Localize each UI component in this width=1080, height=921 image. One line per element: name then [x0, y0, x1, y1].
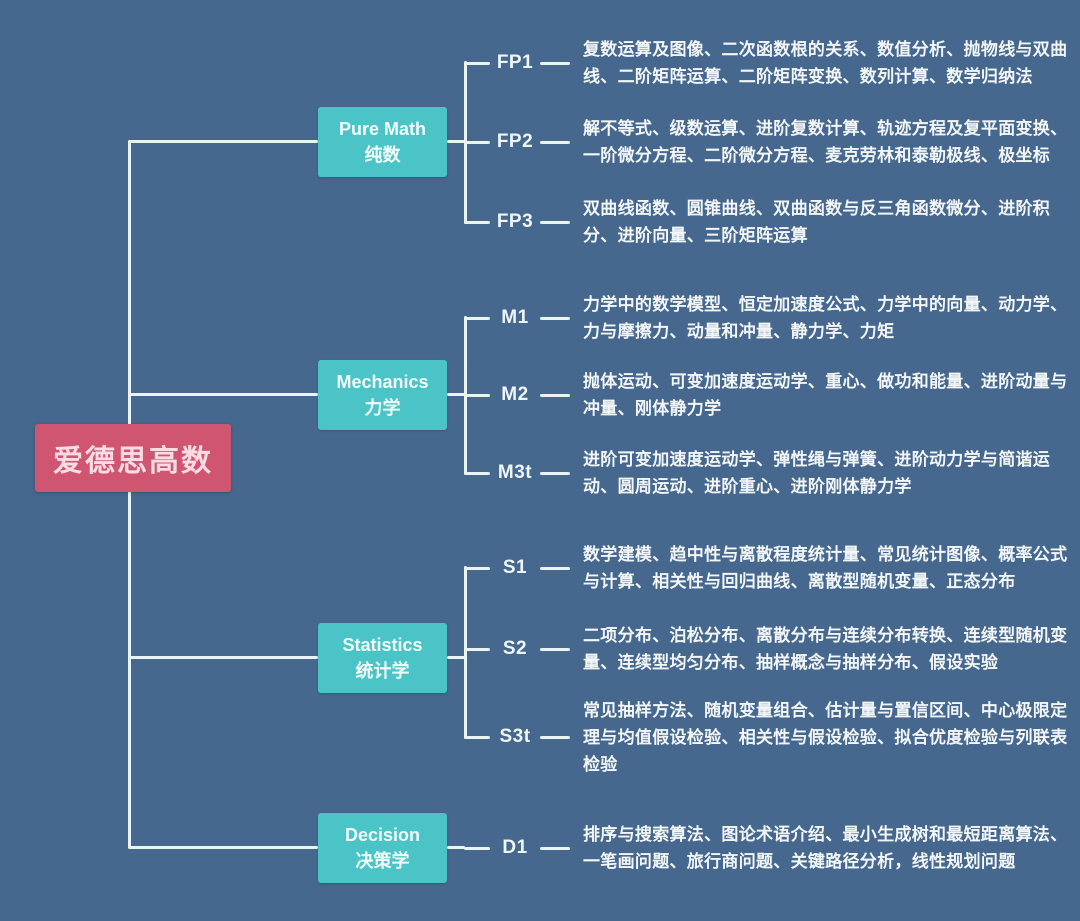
child-dash — [540, 220, 570, 224]
child-tick — [464, 735, 490, 739]
bracket-connector-mechanics — [447, 393, 465, 396]
branch-node-pure-math: Pure Math 纯数 — [318, 107, 447, 177]
child-topics: 抛体运动、可变加速度运动学、重心、做功和能量、进阶动量与冲量、刚体静力学 — [583, 372, 1068, 418]
child-tick — [464, 140, 490, 144]
child-row-s2: S2 二项分布、泊松分布、离散分布与连续分布转换、连续型随机变量、连续型均匀分布… — [464, 604, 1072, 694]
branch-name-zh: 决策学 — [355, 851, 410, 871]
child-tick — [464, 471, 490, 475]
child-topics: 数学建模、趋中性与离散程度统计量、常见统计图像、概率公式与计算、相关性与回归曲线… — [583, 545, 1068, 591]
branch-connector-decision — [129, 846, 318, 849]
child-code: S2 — [502, 638, 528, 659]
child-tick — [464, 846, 490, 850]
child-code: S3t — [499, 726, 531, 747]
child-topics: 常见抽样方法、随机变量组合、估计量与置信区间、中心极限定理与均值假设检验、相关性… — [583, 700, 1068, 774]
branch-name-zh: 力学 — [364, 398, 401, 418]
branch-name-en: Pure Math — [338, 119, 426, 139]
child-tick — [464, 566, 490, 570]
child-code: M2 — [501, 384, 529, 405]
child-code: S1 — [502, 557, 528, 578]
child-dash — [540, 735, 570, 739]
child-row-fp1: FP1 复数运算及图像、二次函数根的关系、数值分析、抛物线与双曲线、二阶矩阵运算… — [464, 18, 1072, 108]
child-row-m2: M2 抛体运动、可变加速度运动学、重心、做功和能量、进阶动量与冲量、刚体静力学 — [464, 350, 1072, 440]
child-row-fp3: FP3 双曲线函数、圆锥曲线、双曲函数与反三角函数微分、进阶积分、进阶向量、三阶… — [464, 177, 1072, 267]
branch-node-statistics: Statistics 统计学 — [318, 623, 447, 693]
child-tick — [464, 61, 490, 65]
branch-name-zh: 统计学 — [355, 661, 410, 681]
branch-name-en: Decision — [344, 825, 421, 845]
trunk-line — [128, 140, 131, 849]
child-topics: 进阶可变加速度运动学、弹性绳与弹簧、进阶动力学与简谐运动、圆周运动、进阶重心、进… — [583, 450, 1051, 496]
child-dash — [540, 647, 570, 651]
child-topics: 复数运算及图像、二次函数根的关系、数值分析、抛物线与双曲线、二阶矩阵运算、二阶矩… — [583, 40, 1068, 86]
bracket-connector-pure-math — [447, 140, 465, 143]
child-tick — [464, 647, 490, 651]
branch-node-mechanics: Mechanics 力学 — [318, 360, 447, 430]
child-code: D1 — [502, 837, 528, 858]
child-dash — [540, 61, 570, 65]
branch-name-zh: 纯数 — [364, 145, 401, 165]
child-row-s3t: S3t 常见抽样方法、随机变量组合、估计量与置信区间、中心极限定理与均值假设检验… — [464, 692, 1072, 782]
child-row-s1: S1 数学建模、趋中性与离散程度统计量、常见统计图像、概率公式与计算、相关性与回… — [464, 523, 1072, 613]
child-dash — [540, 846, 570, 850]
child-code: M3t — [497, 462, 533, 483]
branch-name-en: Statistics — [342, 635, 423, 655]
child-row-m3t: M3t 进阶可变加速度运动学、弹性绳与弹簧、进阶动力学与简谐运动、圆周运动、进阶… — [464, 428, 1072, 518]
bracket-connector-statistics — [447, 656, 465, 659]
branch-connector-mechanics — [129, 393, 318, 396]
child-dash — [540, 393, 570, 397]
child-dash — [540, 140, 570, 144]
child-topics: 解不等式、级数运算、进阶复数计算、轨迹方程及复平面变换、一阶微分方程、二阶微分方… — [583, 119, 1068, 165]
child-row-d1: D1 排序与搜索算法、图论术语介绍、最小生成树和最短距离算法、一笔画问题、旅行商… — [464, 803, 1072, 893]
child-dash — [540, 566, 570, 570]
branch-node-decision: Decision 决策学 — [318, 813, 447, 883]
root-node-label: 爱德思高数 — [53, 445, 213, 478]
child-dash — [540, 471, 570, 475]
child-tick — [464, 393, 490, 397]
child-code: FP3 — [496, 211, 534, 232]
child-tick — [464, 220, 490, 224]
child-row-m1: M1 力学中的数学模型、恒定加速度公式、力学中的向量、动力学、力与摩擦力、动量和… — [464, 273, 1072, 363]
branch-name-en: Mechanics — [336, 372, 429, 392]
branch-connector-statistics — [129, 656, 318, 659]
child-topics: 排序与搜索算法、图论术语介绍、最小生成树和最短距离算法、一笔画问题、旅行商问题、… — [583, 825, 1068, 871]
bracket-connector-decision — [447, 846, 465, 849]
bracket-statistics — [464, 566, 467, 739]
child-code: M1 — [501, 307, 529, 328]
child-dash — [540, 316, 570, 320]
child-tick — [464, 316, 490, 320]
root-node: 爱德思高数 — [35, 424, 231, 492]
branch-connector-pure-math — [129, 140, 318, 143]
child-topics: 二项分布、泊松分布、离散分布与连续分布转换、连续型随机变量、连续型均匀分布、抽样… — [583, 626, 1068, 672]
child-row-fp2: FP2 解不等式、级数运算、进阶复数计算、轨迹方程及复平面变换、一阶微分方程、二… — [464, 97, 1072, 187]
child-topics: 双曲线函数、圆锥曲线、双曲函数与反三角函数微分、进阶积分、进阶向量、三阶矩阵运算 — [583, 199, 1051, 245]
child-code: FP1 — [496, 52, 534, 73]
child-code: FP2 — [496, 131, 534, 152]
child-topics: 力学中的数学模型、恒定加速度公式、力学中的向量、动力学、力与摩擦力、动量和冲量、… — [583, 295, 1068, 341]
